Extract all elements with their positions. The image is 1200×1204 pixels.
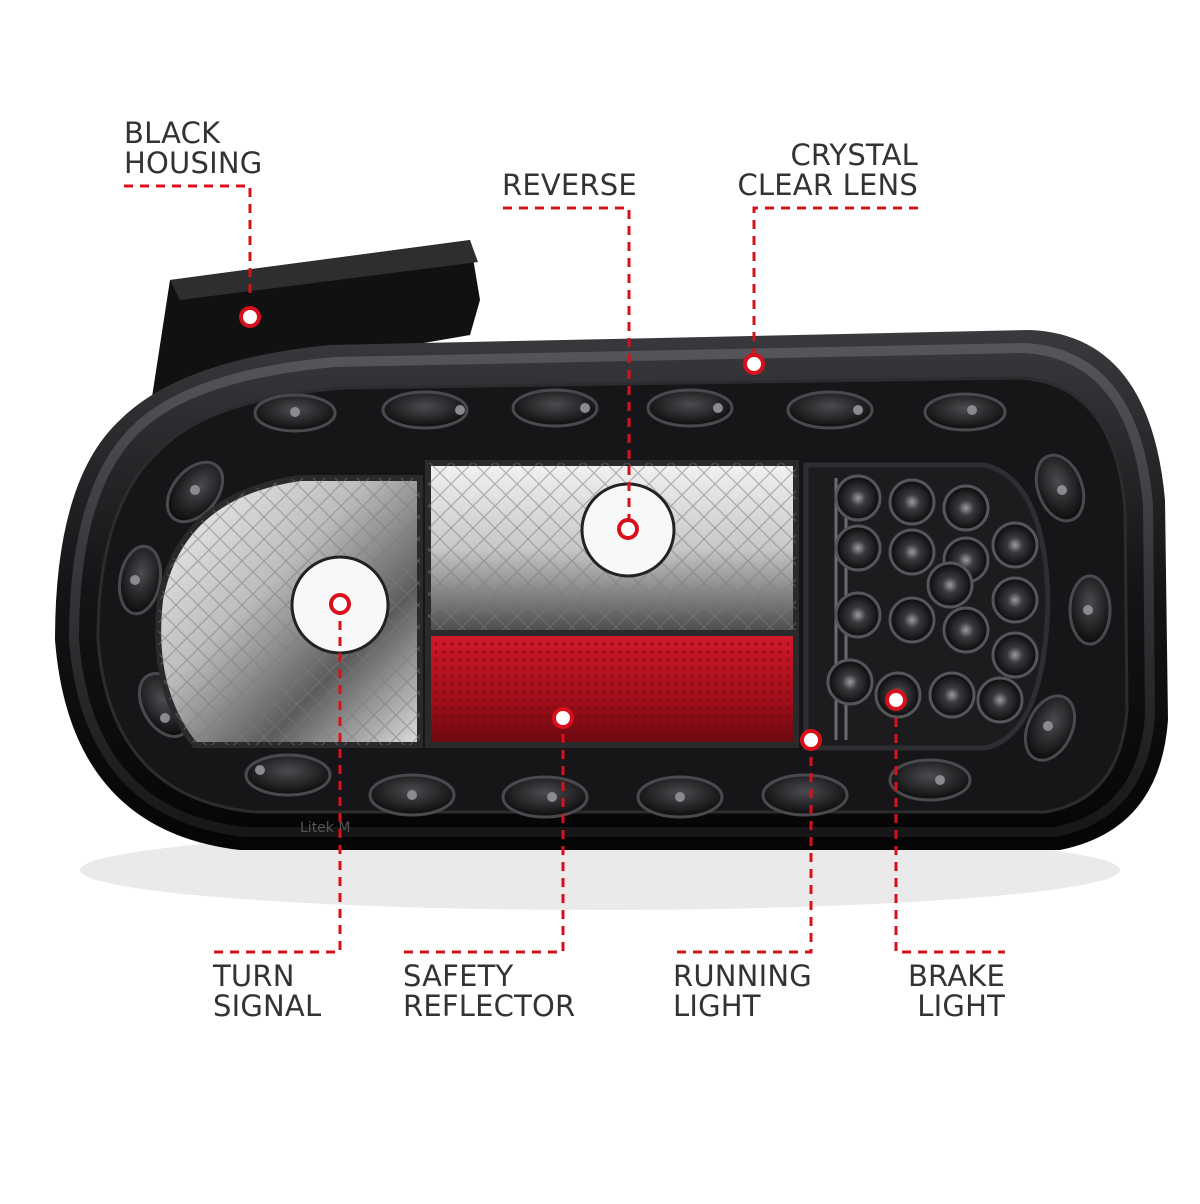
label-reverse-line1: REVERSE bbox=[502, 168, 637, 202]
label-crystal-clear-lens-line2: CLEAR LENS bbox=[737, 168, 918, 202]
callout-dot-brake-light bbox=[885, 689, 907, 711]
clear-lens-rim bbox=[68, 342, 1156, 837]
callout-dot-reverse bbox=[617, 518, 639, 540]
callout-line-running-light bbox=[674, 741, 813, 954]
reverse-chamber bbox=[425, 460, 799, 636]
label-brake-light-line2: LIGHT bbox=[917, 989, 1005, 1023]
label-running-light-line2: LIGHT bbox=[673, 989, 761, 1023]
label-black-housing-line1: BLACK bbox=[124, 116, 221, 150]
callout-line-crystal-clear-lens bbox=[752, 206, 918, 364]
label-safety-reflector-line1: SAFETY bbox=[403, 959, 514, 993]
label-running-light: RUNNING LIGHT bbox=[673, 961, 812, 1021]
label-brake-light: BRAKE LIGHT bbox=[908, 961, 1005, 1021]
callout-lines bbox=[124, 184, 1005, 954]
callout-line-safety-reflector bbox=[404, 718, 565, 954]
callout-dot-turn-signal bbox=[329, 593, 351, 615]
label-running-light-line1: RUNNING bbox=[673, 959, 812, 993]
callout-dot-black-housing bbox=[239, 306, 261, 328]
turn-signal-chamber bbox=[155, 475, 423, 748]
label-safety-reflector: SAFETY REFLECTOR bbox=[403, 961, 575, 1021]
label-crystal-clear-lens-line1: CRYSTAL bbox=[790, 138, 918, 172]
label-safety-reflector-line2: REFLECTOR bbox=[403, 989, 576, 1023]
callout-line-turn-signal bbox=[214, 605, 342, 954]
callout-dots bbox=[239, 306, 907, 751]
label-brake-light-line1: BRAKE bbox=[907, 959, 1005, 993]
label-turn-signal: TURN SIGNAL bbox=[213, 961, 321, 1021]
label-turn-signal-line2: SIGNAL bbox=[213, 989, 322, 1023]
callout-line-black-housing bbox=[124, 184, 252, 295]
callout-line-reverse bbox=[503, 206, 631, 527]
brake-light-leds bbox=[826, 474, 1039, 724]
label-black-housing: BLACK HOUSING bbox=[124, 118, 262, 178]
callout-dot-running-light bbox=[800, 729, 822, 751]
label-turn-signal-line1: TURN bbox=[213, 959, 295, 993]
callout-line-brake-light bbox=[894, 702, 1005, 954]
label-crystal-clear-lens: CRYSTAL CLEAR LENS bbox=[737, 140, 918, 200]
label-reverse: REVERSE bbox=[502, 170, 637, 200]
safety-reflector bbox=[425, 630, 799, 748]
running-light-leds bbox=[130, 403, 1093, 802]
callout-dot-crystal-clear-lens bbox=[743, 353, 765, 375]
label-black-housing-line2: HOUSING bbox=[124, 146, 263, 180]
housing-marking: Litek M bbox=[300, 820, 350, 836]
callout-dot-safety-reflector bbox=[552, 707, 574, 729]
